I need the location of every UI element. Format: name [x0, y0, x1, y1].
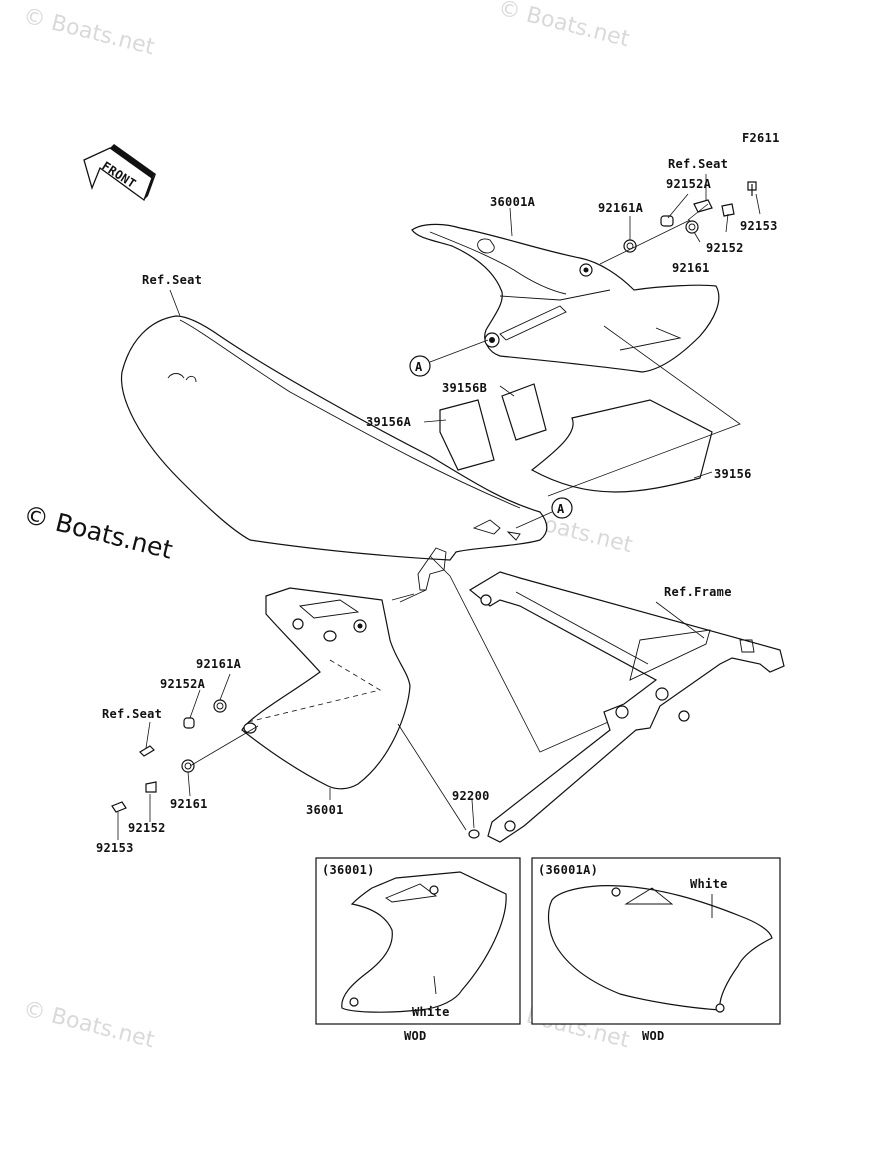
- label-92161-left: 92161: [170, 797, 208, 811]
- inset-36001-color: White: [412, 1005, 450, 1019]
- hardware-top: [599, 181, 757, 265]
- decal-39156B: [501, 383, 547, 441]
- label-92153-top: 92153: [740, 219, 778, 233]
- label-92152-left: 92152: [128, 821, 166, 835]
- label-92153-left: 92153: [96, 841, 134, 855]
- label-92161A-top: 92161A: [598, 201, 644, 215]
- watermark-bottom-left: © Boats.net: [21, 997, 158, 1054]
- label-39156B: 39156B: [442, 381, 487, 395]
- part-labels: Ref.Seat 92152A 92161A 36001A 92153 9215…: [96, 157, 778, 855]
- watermark-bold: © Boats.net: [21, 500, 176, 565]
- label-ref-seat-top: Ref.Seat: [668, 157, 728, 171]
- inset-36001A-footer: WOD: [642, 1029, 665, 1043]
- decal-39156: [530, 399, 713, 493]
- label-36001A: 36001A: [490, 195, 536, 209]
- label-92161A-left: 92161A: [196, 657, 242, 671]
- watermark-top-left: © Boats.net: [21, 4, 158, 61]
- callout-a-seat: A: [515, 497, 573, 529]
- inset-36001A-color: White: [690, 877, 728, 891]
- label-92161-top: 92161: [672, 261, 710, 275]
- label-36001: 36001: [306, 803, 344, 817]
- callout-a-top-label: A: [415, 360, 423, 374]
- inset-36001A-title: (36001A): [538, 863, 598, 877]
- side-cover-36001A: [411, 223, 720, 373]
- decal-39156A: [439, 399, 495, 471]
- seat-outline: [120, 315, 548, 591]
- label-92152-top: 92152: [706, 241, 744, 255]
- figure-code: F2611: [742, 131, 780, 145]
- front-arrow-icon: FRONT: [83, 144, 156, 202]
- inset-36001-title: (36001): [322, 863, 375, 877]
- inset-36001A: (36001A) White WOD: [531, 857, 781, 1043]
- label-39156: 39156: [714, 467, 752, 481]
- label-92200: 92200: [452, 789, 490, 803]
- hardware-left: [111, 593, 480, 839]
- inset-36001-footer: WOD: [404, 1029, 427, 1043]
- rear-frame: [468, 571, 785, 843]
- callout-a-seat-label: A: [557, 502, 565, 516]
- label-92152A-left: 92152A: [160, 677, 206, 691]
- watermark-top-right: © Boats.net: [496, 0, 633, 52]
- label-ref-frame: Ref.Frame: [664, 585, 732, 599]
- callout-a-top: A: [409, 339, 489, 377]
- inset-36001: (36001) White WOD: [315, 857, 521, 1043]
- label-leaders: [117, 174, 761, 840]
- label-ref-seat-left: Ref.Seat: [142, 273, 202, 287]
- label-92152A-top: 92152A: [666, 177, 712, 191]
- side-cover-36001: [241, 587, 411, 790]
- label-ref-seat-low: Ref.Seat: [102, 707, 162, 721]
- label-39156A: 39156A: [366, 415, 412, 429]
